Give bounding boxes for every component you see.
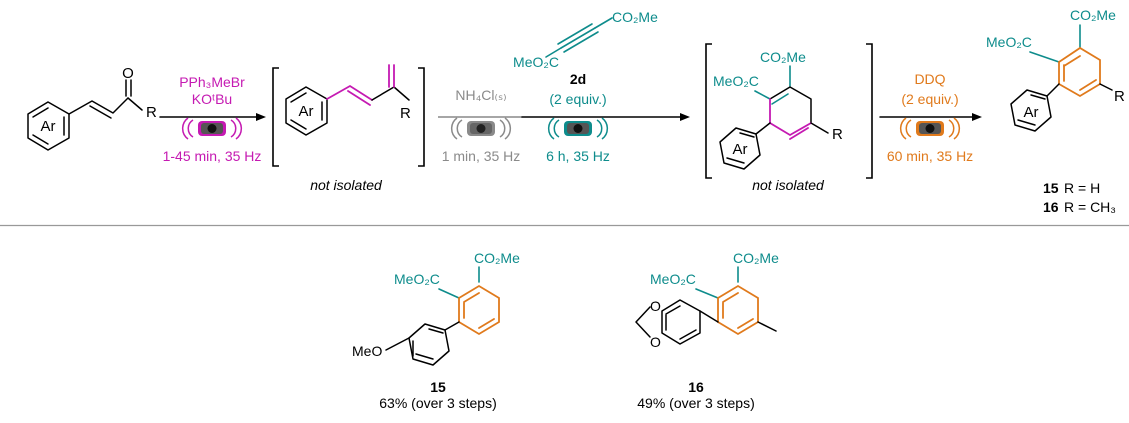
arrow-step1: PPh₃MeBr KOᵗBu 1-45 min, 35 Hz	[159, 74, 266, 164]
not-isolated-2: not isolated	[752, 177, 825, 193]
r-label: R	[832, 126, 843, 143]
step1-conditions: 1-45 min, 35 Hz	[163, 148, 262, 164]
dienophile-2d: CO₂Me MeO₂C 2d (2 equiv.)	[513, 9, 658, 107]
product-16: CO₂Me MeO₂C O O 16 49% (over 3 steps)	[635, 250, 779, 411]
dioxole-o-top: O	[650, 298, 661, 314]
meo2c-label: MeO₂C	[513, 54, 559, 70]
product-15-number: 15	[430, 379, 446, 395]
meo2c-label: MeO₂C	[650, 271, 696, 287]
arrow-step4: DDQ (2 equiv.) 60 min, 35 Hz	[879, 71, 982, 164]
dioxole-o-bottom: O	[650, 334, 661, 350]
intermediate-diene: Ar R not isolated	[272, 64, 425, 193]
meo2c-label: MeO₂C	[394, 271, 440, 287]
legend-15-text: R = H	[1064, 180, 1100, 196]
legend-15-num: 15	[1043, 180, 1059, 196]
co2me-label: CO₂Me	[612, 9, 658, 25]
product-15-yield: 63% (over 3 steps)	[379, 395, 497, 411]
ball-mill-icon	[450, 117, 512, 140]
ball-mill-icon	[899, 117, 961, 140]
reagent-ph3pmebr: PPh₃MeBr	[179, 74, 245, 90]
legend-16-text: R = CH₃	[1064, 199, 1116, 215]
legend-16-num: 16	[1043, 199, 1059, 215]
product-biaryl: CO₂Me MeO₂C R Ar 15 R = H 16 R = CH₃	[986, 7, 1125, 215]
not-isolated-1: not isolated	[310, 177, 383, 193]
step3-conditions: 6 h, 35 Hz	[546, 148, 610, 164]
step2-conditions: 1 min, 35 Hz	[442, 148, 521, 164]
ar-label: Ar	[41, 118, 56, 135]
ball-mill-icon	[547, 117, 609, 140]
starting-enone: Ar O R	[27, 65, 157, 151]
product-legend: 15 R = H 16 R = CH₃	[1043, 180, 1116, 215]
carbonyl-o-label: O	[122, 65, 134, 82]
intermediate-cyclohexadiene: CO₂Me MeO₂C R Ar not isolated	[705, 43, 873, 193]
co2me-label: CO₂Me	[760, 49, 806, 65]
step4-conditions: 60 min, 35 Hz	[887, 148, 973, 164]
ar-label: Ar	[733, 141, 748, 158]
reagent-nh4cl: NH₄Cl₍ₛ₎	[455, 87, 506, 103]
co2me-label: CO₂Me	[733, 250, 779, 266]
r-label: R	[146, 104, 157, 121]
ball-mill-icon	[181, 117, 243, 140]
product-15: CO₂Me MeO₂C MeO 15 63% (over 3 steps)	[352, 250, 520, 411]
co2me-label: CO₂Me	[1070, 7, 1116, 23]
product-16-number: 16	[688, 379, 704, 395]
meo-label: MeO	[352, 343, 382, 359]
reagent-kotbu: KOᵗBu	[192, 91, 232, 107]
ar-label: Ar	[299, 103, 314, 120]
reagent-ddq: DDQ	[914, 71, 945, 87]
step3-equiv: (2 equiv.)	[549, 91, 606, 107]
step4-equiv: (2 equiv.)	[901, 91, 958, 107]
co2me-label: CO₂Me	[474, 250, 520, 266]
ar-label: Ar	[1024, 104, 1039, 121]
meo2c-label: MeO₂C	[986, 34, 1032, 50]
arrow-step3: 6 h, 35 Hz	[521, 113, 690, 164]
r-label: R	[1114, 88, 1125, 105]
arrow-step2: NH₄Cl₍ₛ₎ 1 min, 35 Hz	[438, 87, 522, 164]
product-16-yield: 49% (over 3 steps)	[637, 395, 755, 411]
r-label: R	[400, 105, 411, 122]
compound-2d: 2d	[570, 71, 586, 87]
meo2c-label: MeO₂C	[713, 73, 759, 89]
